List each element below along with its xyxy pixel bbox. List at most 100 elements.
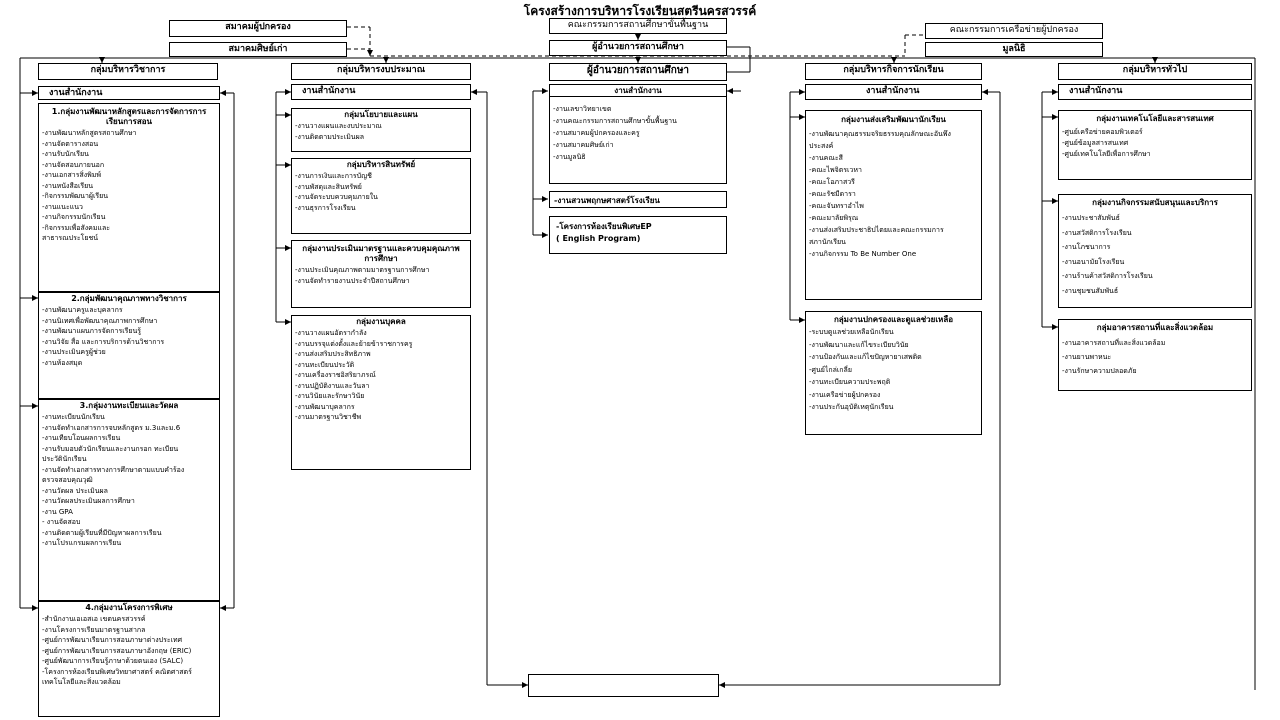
list-item: -กิจกรรมเพื่อสังคมและ bbox=[42, 223, 110, 232]
academic-group-4-title: 4.กลุ่มงานโครงการพิเศษ bbox=[85, 603, 173, 612]
list-item: -งานเครื่องราชอิสริยาภรณ์ bbox=[295, 371, 376, 379]
list-item: -ศูนย์พัฒนาการเรียนรู้ภาษาด้วยตนเอง (SAL… bbox=[42, 657, 184, 665]
list-item: -งานมาตรฐานวิชาชีพ bbox=[295, 413, 362, 421]
general-admin-head: กลุ่มบริหารทั่วไป bbox=[1058, 63, 1252, 80]
list-item: - งานจัดสอบ bbox=[42, 518, 81, 526]
list-item: -งานพัฒนาแผนการจัดการเรียนรู้ bbox=[42, 327, 142, 335]
academic-group-2-title: 2.กลุ่มพัฒนาคุณภาพทางวิชาการ bbox=[71, 294, 187, 303]
list-item: -งานพัฒนาบุคลากร bbox=[295, 402, 355, 411]
list-item: -งานพัฒนาและแก้ไขระเบียบวินัย bbox=[809, 340, 909, 349]
list-item: สาธารณประโยชน์ bbox=[42, 234, 99, 242]
academic-group-4-items: -สำนักงานเอเอสเอ เขตนครสวรรค์ -งานโครงการ… bbox=[39, 613, 219, 689]
list-item: -งานโภชนาการ bbox=[1062, 243, 1111, 251]
list-item: -งานพัสดุและสินทรัพย์ bbox=[295, 182, 362, 191]
general-group-1: กลุ่มงานเทคโนโลยีและสารสนเทศ -ศูนย์เครือ… bbox=[1058, 110, 1252, 180]
list-item: -คณะไพจิตรเวหา bbox=[809, 166, 862, 174]
budget-group-4-title: กลุ่มงานบุคคล bbox=[356, 317, 406, 326]
list-item: -งานสมาคมผู้ปกครองและครู bbox=[553, 129, 640, 137]
academic-group-1-title: 1.กลุ่มงานพัฒนาหลักสูตรและการจัดการการเร… bbox=[51, 107, 207, 126]
botanic-garden-box: -งานสวนพฤกษศาสตร์โรงเรียน bbox=[549, 191, 727, 208]
list-item: -งานพัฒนาคุณธรรมจริยธรรมคุณลักษณะอันพึง bbox=[809, 130, 951, 138]
list-item: -สำนักงานเอเอสเอ เขตนครสวรรค์ bbox=[42, 615, 146, 623]
list-item: -งานพัฒนาครูและบุคลากร bbox=[42, 306, 123, 314]
general-group-1-items: -ศูนย์เครือข่ายคอมพิวเตอร์ -ศูนย์ข้อมูลสา… bbox=[1059, 124, 1251, 161]
ep-program-box: -โครงการห้องเรียนพิเศษEP ( English Progr… bbox=[549, 216, 727, 254]
list-item: -งานวัดผลประเมินผลการศึกษา bbox=[42, 497, 135, 505]
list-item: -งานอาคารสถานที่และสิ่งแวดล้อม bbox=[1062, 339, 1166, 347]
list-item: -งานจัดทำรายงานประจำปีสถานศึกษา bbox=[295, 276, 410, 285]
list-item: -คณะโอภาสวรี bbox=[809, 178, 855, 186]
list-item: -งานจัดสอบภายนอก bbox=[42, 160, 105, 169]
academic-group-1: 1.กลุ่มงานพัฒนาหลักสูตรและการจัดการการเร… bbox=[38, 103, 220, 292]
general-group-2: กลุ่มงานกิจกรรมสนับสนุนและบริการ -งานประ… bbox=[1058, 194, 1252, 308]
list-item: -ศูนย์การพัฒนาเรียนการสอนภาษาอังกฤษ (ERI… bbox=[42, 646, 192, 655]
budget-group-1: กลุ่มนโยบายและแผน -งานวางแผนและงบประมาณ-… bbox=[291, 108, 471, 152]
list-item: -งานทะเบียนนักเรียน bbox=[42, 413, 105, 421]
list-item: -งานจัดทำเอกสารการจบหลักสูตร ม.3และม.6 bbox=[42, 423, 181, 432]
budget-group-3: กลุ่มงานประเมินมาตรฐานและควบคุมคุณภาพการ… bbox=[291, 240, 471, 308]
student-affairs-group-1-items: -งานพัฒนาคุณธรรมจริยธรรมคุณลักษณะอันพึงป… bbox=[806, 125, 981, 261]
list-item: -ศูนย์ไกล่เกลี่ย bbox=[809, 365, 852, 374]
list-item: -งานยานพาหนะ bbox=[1062, 353, 1112, 361]
list-item: -งานแนะแนว bbox=[42, 202, 83, 211]
list-item: -งานสวัสดิการโรงเรียน bbox=[1062, 228, 1132, 237]
ep-program-line-1: -โครงการห้องเรียนพิเศษEP bbox=[556, 222, 652, 231]
list-item: -งานประเมินครูผู้ช่วย bbox=[42, 348, 106, 356]
academic-office-box: งานสำนักงาน bbox=[38, 86, 220, 100]
list-item: -งานบรรจุแต่งตั้งและย้ายข้าราชการครู bbox=[295, 339, 413, 348]
list-item: -งานคณะกรรมการสถานศึกษาขั้นพื้นฐาน bbox=[553, 117, 677, 125]
chart-title: โครงสร้างการบริหารโรงเรียนสตรีนครสวรรค์ bbox=[523, 4, 757, 18]
basic-board-box: คณะกรรมการสถานศึกษาขั้นพื้นฐาน bbox=[549, 18, 727, 34]
foundation-box: มูลนิธิ bbox=[925, 42, 1103, 57]
list-item: -งานวางแผนอัตรากำลัง bbox=[295, 329, 367, 337]
director-office-title: งานสำนักงาน bbox=[550, 85, 726, 97]
list-item: -โครงการห้องเรียนพิเศษวิทยาศาสตร์ คณิตศา… bbox=[42, 667, 192, 676]
list-item: -งานวิจัย สื่อ และการบริการด้านวิชาการ bbox=[42, 337, 165, 346]
list-item: -งานวัดผล ประเมินผล bbox=[42, 486, 108, 495]
academic-group-2-items: -งานพัฒนาครูและบุคลากร -งานนิเทศเพื่อพัฒน… bbox=[39, 304, 219, 369]
list-item: -งานจัดทำเอกสารทางการศึกษาตามแบบคำร้อง bbox=[42, 465, 185, 474]
list-item: -งานกิจกรรม To Be Number One bbox=[809, 250, 917, 258]
list-item: -งานจัดระบบควบคุมภายใน bbox=[295, 193, 378, 201]
list-item: -คณะมาลัยพิรุณ bbox=[809, 214, 859, 222]
list-item: -ศูนย์เทคโนโลยีเพื่อการศึกษา bbox=[1062, 150, 1151, 158]
budget-group-2: กลุ่มบริหารสินทรัพย์ -งานการเงินและการบั… bbox=[291, 158, 471, 234]
list-item: -งานมูลนิธิ bbox=[553, 153, 586, 161]
general-group-2-title: กลุ่มงานกิจกรรมสนับสนุนและบริการ bbox=[1092, 198, 1218, 207]
list-item: -งานวินัยและรักษาวินัย bbox=[295, 392, 365, 400]
academic-group-3-title: 3.กลุ่มงานทะเบียนและวัดผล bbox=[79, 401, 179, 410]
list-item: -คณะรัชมีดารา bbox=[809, 190, 856, 198]
ep-program-line-2: ( English Program) bbox=[556, 234, 641, 243]
budget-group-4-items: -งานวางแผนอัตรากำลัง -งานบรรจุแต่งตั้งและ… bbox=[292, 327, 470, 424]
list-item: -กิจกรรมพัฒนาผู้เรียน bbox=[42, 192, 109, 200]
list-item: -งานโปรแกรมผลการเรียน bbox=[42, 539, 122, 547]
parents-association-box: สมาคมผู้ปกครอง bbox=[169, 20, 347, 37]
student-affairs-group-2: กลุ่มงานปกครองและดูแลช่วยเหลือ -ระบบดูแล… bbox=[805, 311, 982, 435]
list-item: -งานโครงการเรียนมาตรฐานสากล bbox=[42, 625, 146, 634]
list-item: ตรวจสอบคุณวุฒิ bbox=[42, 476, 93, 484]
list-item: เทคโนโลยีและสิ่งแวดล้อม bbox=[42, 678, 121, 686]
budget-group-2-items: -งานการเงินและการบัญชี -งานพัสดุและสินทรั… bbox=[292, 170, 470, 214]
list-item: -งานกิจกรรมนักเรียน bbox=[42, 213, 106, 221]
list-item: -งานนิเทศเพื่อพัฒนาคุณภาพการศึกษา bbox=[42, 316, 158, 325]
list-item: -ศูนย์เครือข่ายคอมพิวเตอร์ bbox=[1062, 128, 1143, 136]
student-affairs-group-1-title: กลุ่มงานส่งเสริมพัฒนานักเรียน bbox=[841, 115, 946, 124]
list-item: -งานการเงินและการบัญชี bbox=[295, 172, 372, 180]
list-item: -งานวางแผนและงบประมาณ bbox=[295, 122, 382, 130]
budget-group-3-items: -งานประเมินคุณภาพตามมาตรฐานการศึกษา-งานจ… bbox=[292, 264, 470, 287]
list-item: -งานรับมอบตัวนักเรียนและงานกรอก ทะเบียน bbox=[42, 444, 179, 453]
academic-group-3: 3.กลุ่มงานทะเบียนและวัดผล -งานทะเบียนนัก… bbox=[38, 399, 220, 601]
budget-group-2-title: กลุ่มบริหารสินทรัพย์ bbox=[346, 160, 416, 169]
budget-group-1-items: -งานวางแผนและงบประมาณ-งานติดตามประเมินผล bbox=[292, 120, 470, 143]
list-item: -งานเครือข่ายผู้ปกครอง bbox=[809, 390, 881, 399]
budget-admin-head: กลุ่มบริหารงบประมาณ bbox=[291, 63, 471, 80]
student-affairs-head: กลุ่มบริหารกิจการนักเรียน bbox=[805, 63, 982, 80]
academic-admin-head: กลุ่มบริหารวิชาการ bbox=[38, 63, 218, 80]
list-item: -งานป้องกันและแก้ไขปัญหายาเสพติด bbox=[809, 353, 922, 361]
list-item: -งานพัฒนาหลักสูตรสถานศึกษา bbox=[42, 129, 137, 137]
director-top-box: ผู้อำนวยการสถานศึกษา bbox=[549, 40, 727, 56]
academic-group-2: 2.กลุ่มพัฒนาคุณภาพทางวิชาการ -งานพัฒนาคร… bbox=[38, 292, 220, 399]
general-office-box: งานสำนักงาน bbox=[1058, 84, 1252, 100]
list-item: -ศูนย์ข้อมูลสารสนเทศ bbox=[1062, 139, 1129, 147]
